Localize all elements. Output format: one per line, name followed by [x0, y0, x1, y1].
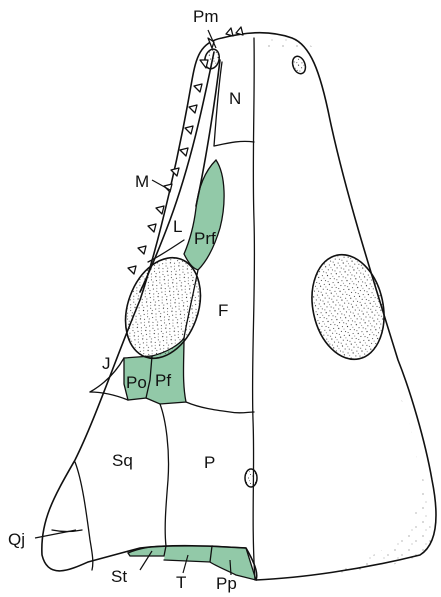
snout-shading	[262, 38, 320, 55]
tooth	[180, 148, 188, 156]
pineal-foramen	[245, 469, 257, 487]
tooth	[171, 168, 179, 176]
label-pm: Pm	[193, 7, 219, 26]
label-l: L	[173, 217, 182, 236]
tooth	[148, 224, 156, 232]
nasal-frontal-suture	[214, 141, 254, 146]
squamosal-top-suture	[90, 392, 128, 400]
label-m: M	[135, 172, 149, 191]
bone-labels: Pm N M L Prf F J Po Pf Sq P Qj St T Pp	[8, 7, 241, 593]
tooth	[138, 246, 146, 254]
teeth-row	[128, 27, 243, 274]
tooth	[156, 206, 164, 214]
tooth	[185, 126, 193, 134]
quadratojugal-suture	[75, 462, 93, 570]
label-pf: Pf	[155, 371, 171, 390]
label-qj: Qj	[8, 530, 25, 549]
right-naris	[290, 54, 307, 75]
label-p: P	[204, 453, 215, 472]
stippled-areas	[112, 38, 432, 574]
label-pp: Pp	[216, 574, 237, 593]
tooth	[128, 266, 136, 274]
frontal-parietal-suture	[186, 402, 254, 413]
tooth	[194, 84, 202, 92]
tabular-bone	[164, 546, 212, 562]
highlighted-bones	[124, 160, 256, 580]
label-sq: Sq	[112, 451, 133, 470]
tooth	[189, 105, 197, 113]
midline-suture	[253, 38, 255, 580]
squamosal-parietal-suture	[160, 404, 169, 546]
right-orbit	[303, 248, 394, 366]
label-prf: Prf	[194, 229, 216, 248]
label-po: Po	[126, 373, 147, 392]
label-f: F	[218, 301, 228, 320]
label-n: N	[229, 89, 241, 108]
tooth	[236, 27, 243, 35]
label-j: J	[102, 354, 111, 373]
label-st: St	[111, 567, 127, 586]
tooth	[200, 60, 208, 68]
label-t: T	[176, 573, 186, 592]
tooth	[226, 28, 233, 36]
